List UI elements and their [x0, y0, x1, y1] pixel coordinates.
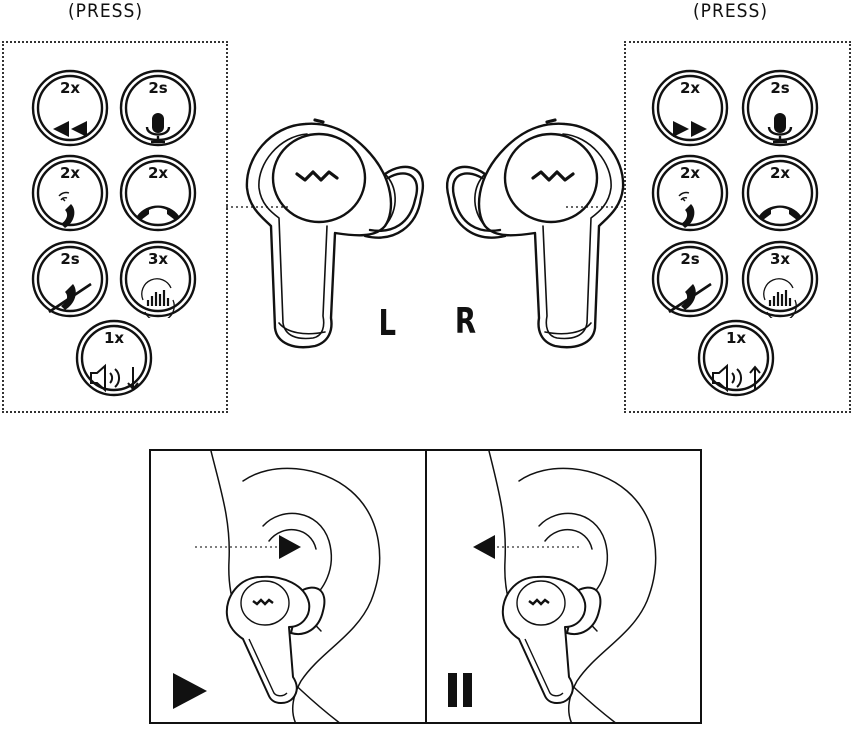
left-reject-call-button: 2s	[31, 240, 109, 318]
left-side-label: L	[378, 303, 397, 344]
press-count-label: 2s	[770, 79, 789, 97]
volume-up-icon	[712, 363, 761, 393]
right-side-label: R	[454, 301, 477, 342]
brand-logo-icon	[528, 598, 550, 606]
left-earbud	[245, 118, 424, 349]
earbuds-illustration	[245, 118, 625, 349]
microphone-icon	[767, 113, 793, 144]
press-count-label: 2s	[60, 250, 79, 268]
phone-reject-icon	[668, 282, 712, 314]
left-eq-mode-button: 3x	[119, 240, 197, 322]
right-earbud	[446, 118, 625, 349]
left-volume-down-button: 1x	[75, 319, 153, 397]
press-count-label: 2x	[680, 79, 700, 97]
play-icon	[173, 673, 207, 709]
press-count-label: 2x	[680, 164, 700, 182]
right-voice-assistant-button: 2s	[741, 69, 819, 147]
left-answer-call-button: 2x	[31, 154, 109, 232]
hang-up-icon	[137, 205, 179, 220]
right-next-track-button: 2x	[651, 69, 729, 147]
press-count-label: 2x	[770, 164, 790, 182]
press-count-label: 3x	[770, 250, 790, 268]
phone-reject-icon	[48, 282, 92, 314]
press-count-label: 2s	[148, 79, 167, 97]
hang-up-icon	[759, 205, 801, 220]
press-count-label: 2x	[148, 164, 168, 182]
brand-logo-icon	[252, 598, 274, 606]
phone-ring-icon	[58, 191, 75, 228]
remove-earbud-panel	[425, 449, 702, 724]
press-count-label: 1x	[104, 329, 124, 347]
right-eq-mode-button: 3x	[741, 240, 819, 322]
fast-forward-icon	[673, 121, 707, 137]
left-connector-line	[226, 206, 290, 208]
press-count-label: 3x	[148, 250, 168, 268]
right-answer-call-button: 2x	[651, 154, 729, 232]
microphone-icon	[145, 113, 171, 144]
press-count-label: 2x	[60, 164, 80, 182]
right-end-call-button: 2x	[741, 154, 819, 232]
volume-down-icon	[90, 363, 139, 393]
left-press-label: (PRESS)	[68, 0, 144, 22]
phone-ring-icon	[678, 191, 695, 228]
rewind-icon	[53, 121, 87, 137]
right-controls-panel	[624, 41, 851, 413]
left-end-call-button: 2x	[119, 154, 197, 232]
equalizer-cycle-icon	[141, 278, 175, 322]
right-volume-up-button: 1x	[697, 319, 775, 397]
left-voice-assistant-button: 2s	[119, 69, 197, 147]
pause-icon	[448, 673, 472, 707]
left-controls-panel	[2, 41, 228, 413]
press-count-label: 1x	[726, 329, 746, 347]
insert-earbud-panel	[149, 449, 427, 724]
right-reject-call-button: 2s	[651, 240, 729, 318]
right-press-label: (PRESS)	[693, 0, 769, 22]
left-prev-track-button: 2x	[31, 69, 109, 147]
press-count-label: 2s	[680, 250, 699, 268]
press-count-label: 2x	[60, 79, 80, 97]
